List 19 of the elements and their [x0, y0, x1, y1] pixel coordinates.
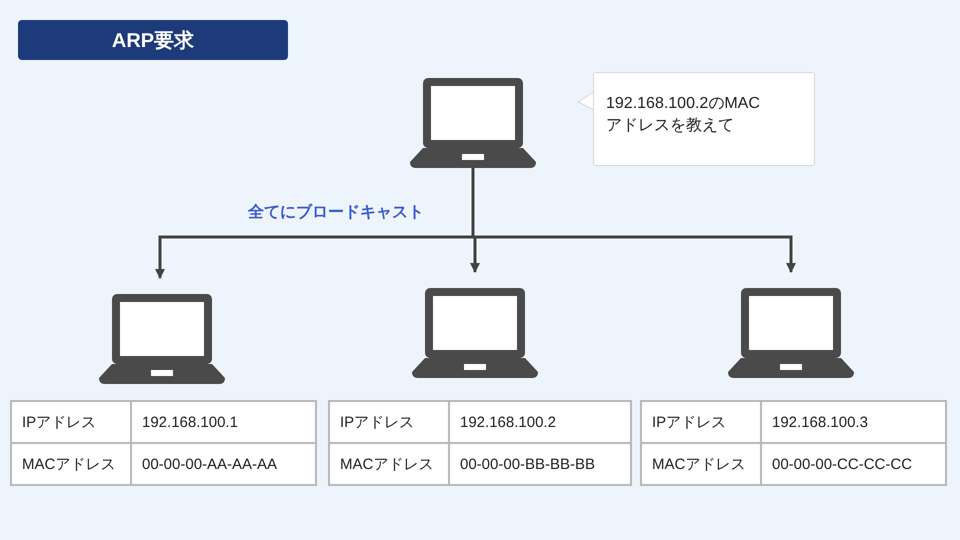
table-cell: IPアドレス: [642, 402, 762, 444]
table-cell: 192.168.100.2: [450, 402, 630, 444]
table-cell: 192.168.100.3: [762, 402, 945, 444]
title-banner: ARP要求: [18, 20, 288, 60]
table-cell: IPアドレス: [330, 402, 450, 444]
table-cell: 192.168.100.1: [132, 402, 315, 444]
table-cell: IPアドレス: [12, 402, 132, 444]
table-cell: MACアドレス: [330, 444, 450, 484]
table-cell-text: 00-00-00-BB-BB-BB: [459, 454, 596, 474]
table-cell: MACアドレス: [642, 444, 762, 484]
laptop-drawing: [99, 294, 225, 384]
laptop-drawing: [410, 78, 536, 168]
speech-bubble: 192.168.100.2のMACアドレスを教えて: [593, 72, 815, 166]
broadcast-note: 全てにブロードキャスト: [248, 202, 424, 223]
laptop-drawing: [728, 288, 854, 378]
table-cell-text: 00-00-00-CC-CC-CC: [771, 454, 914, 474]
table-cell-text: 00-00-00-AA-AA-AA: [141, 454, 278, 474]
laptop-drawing: [412, 288, 538, 378]
table-cell: MACアドレス: [12, 444, 132, 484]
